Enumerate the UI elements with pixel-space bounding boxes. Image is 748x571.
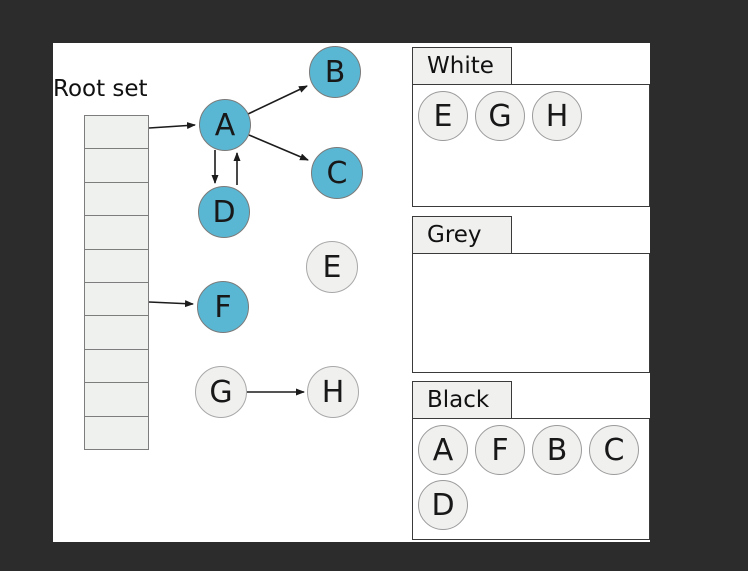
root-set-cell: [85, 149, 148, 183]
black-set-box: A F B C D: [412, 418, 650, 540]
black-member-B: B: [532, 425, 582, 475]
diagram-canvas: Root set A B C D E F G H White E: [53, 43, 650, 542]
node-B: B: [309, 46, 361, 98]
black-member-F: F: [475, 425, 525, 475]
white-member-G: G: [475, 91, 525, 141]
edge-A-C: [248, 134, 309, 161]
node-H: H: [307, 366, 359, 418]
node-H-label: H: [321, 374, 345, 410]
pointer-root-to-A: [148, 122, 196, 130]
black-member-C: C: [589, 425, 639, 475]
root-set-cell: [85, 116, 148, 150]
node-E: E: [306, 241, 358, 293]
root-set-cell: [85, 216, 148, 250]
white-set-box: E G H: [412, 84, 650, 207]
root-set-cell: [85, 416, 148, 450]
root-set-label: Root set: [53, 76, 148, 102]
black-member-A: A: [418, 425, 468, 475]
grey-set-tab: Grey: [412, 216, 512, 254]
root-set-cell: [85, 316, 148, 350]
root-set-cell: [85, 349, 148, 384]
white-set-tab: White: [412, 47, 512, 85]
node-A: A: [199, 99, 251, 151]
node-C-label: C: [326, 155, 348, 191]
node-E-label: E: [322, 249, 342, 285]
root-set-cell: [85, 383, 148, 417]
node-A-label: A: [214, 107, 236, 143]
pointer-root-to-F: [148, 300, 194, 308]
node-D: D: [198, 186, 250, 238]
grey-set-label: Grey: [427, 222, 482, 248]
node-F: F: [197, 281, 249, 333]
node-G: G: [195, 366, 247, 418]
node-G-label: G: [209, 374, 233, 410]
white-member-H: H: [532, 91, 582, 141]
root-set-cell: [85, 283, 148, 317]
root-set-array: [84, 115, 149, 450]
root-set-cell: [85, 249, 148, 284]
black-member-D: D: [418, 480, 468, 530]
black-set-label: Black: [427, 387, 490, 413]
node-D-label: D: [212, 194, 236, 230]
node-B-label: B: [324, 54, 346, 90]
white-set-label: White: [427, 53, 494, 79]
white-member-E: E: [418, 91, 468, 141]
root-set-cell: [85, 182, 148, 217]
edge-A-B: [247, 85, 308, 115]
black-set-tab: Black: [412, 381, 512, 419]
node-C: C: [311, 147, 363, 199]
grey-set-box: [412, 253, 650, 373]
node-F-label: F: [214, 289, 232, 325]
